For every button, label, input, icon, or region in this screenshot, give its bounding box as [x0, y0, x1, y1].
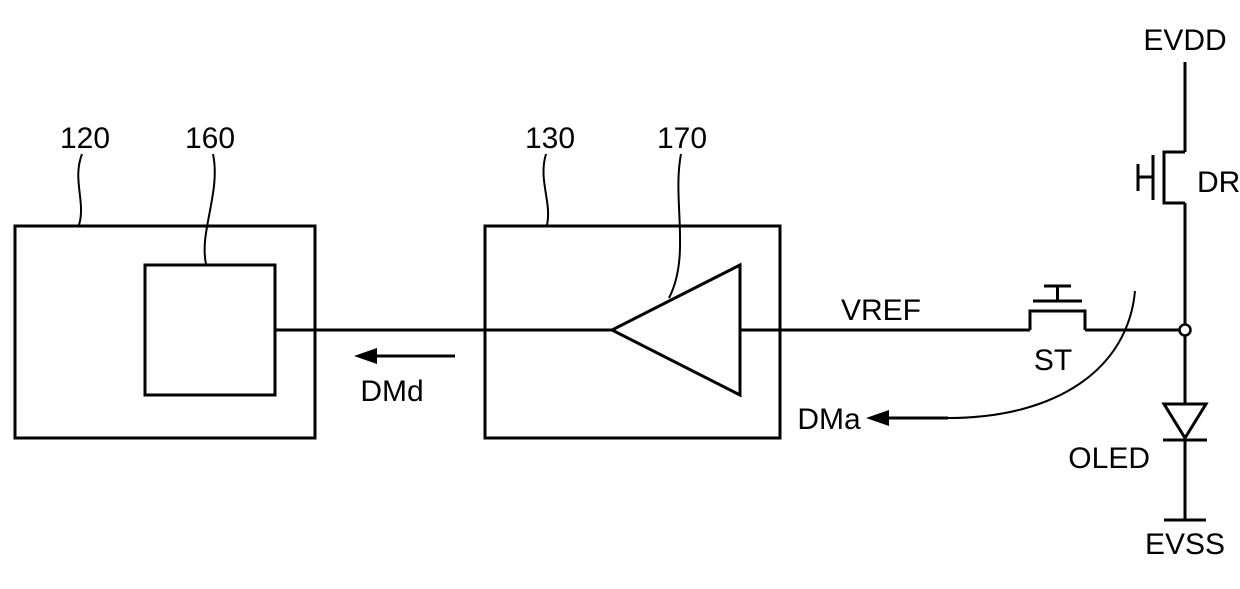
dr-transistor-symbol — [1136, 150, 1185, 205]
oled-anode-triangle — [1161, 402, 1209, 441]
label-170: 170 — [657, 122, 707, 155]
diagram-labels: 120 160 130 170 DMd VREF ST DMa EVDD DR … — [60, 24, 1240, 561]
label-oled: OLED — [1068, 442, 1150, 475]
label-160: 160 — [185, 122, 235, 155]
leader-line-160 — [203, 153, 216, 265]
label-dmd: DMd — [360, 375, 423, 408]
leader-line-120 — [77, 153, 83, 226]
block-130-outline — [483, 224, 782, 440]
dmd-arrowhead — [354, 348, 377, 364]
block-120-outline — [13, 224, 317, 440]
leader-lines — [77, 153, 1136, 419]
dma-leader-curve — [947, 290, 1136, 419]
label-130: 130 — [525, 122, 575, 155]
label-st: ST — [1034, 344, 1072, 377]
st-channel — [1028, 309, 1087, 330]
st-transistor-symbol — [1028, 284, 1087, 330]
arrowheads — [354, 348, 889, 426]
label-120: 120 — [60, 122, 110, 155]
dma-arrowhead — [866, 410, 889, 426]
label-evdd: EVDD — [1143, 24, 1226, 57]
dr-channel — [1162, 150, 1185, 205]
label-dr: DR — [1197, 166, 1240, 199]
label-dma: DMa — [797, 403, 861, 436]
label-vref: VREF — [841, 294, 921, 327]
leader-line-170 — [668, 153, 682, 299]
label-evss: EVSS — [1145, 528, 1225, 561]
leader-line-130 — [542, 153, 550, 226]
output-node — [1178, 323, 1192, 337]
diagram-strokes — [13, 62, 1209, 522]
